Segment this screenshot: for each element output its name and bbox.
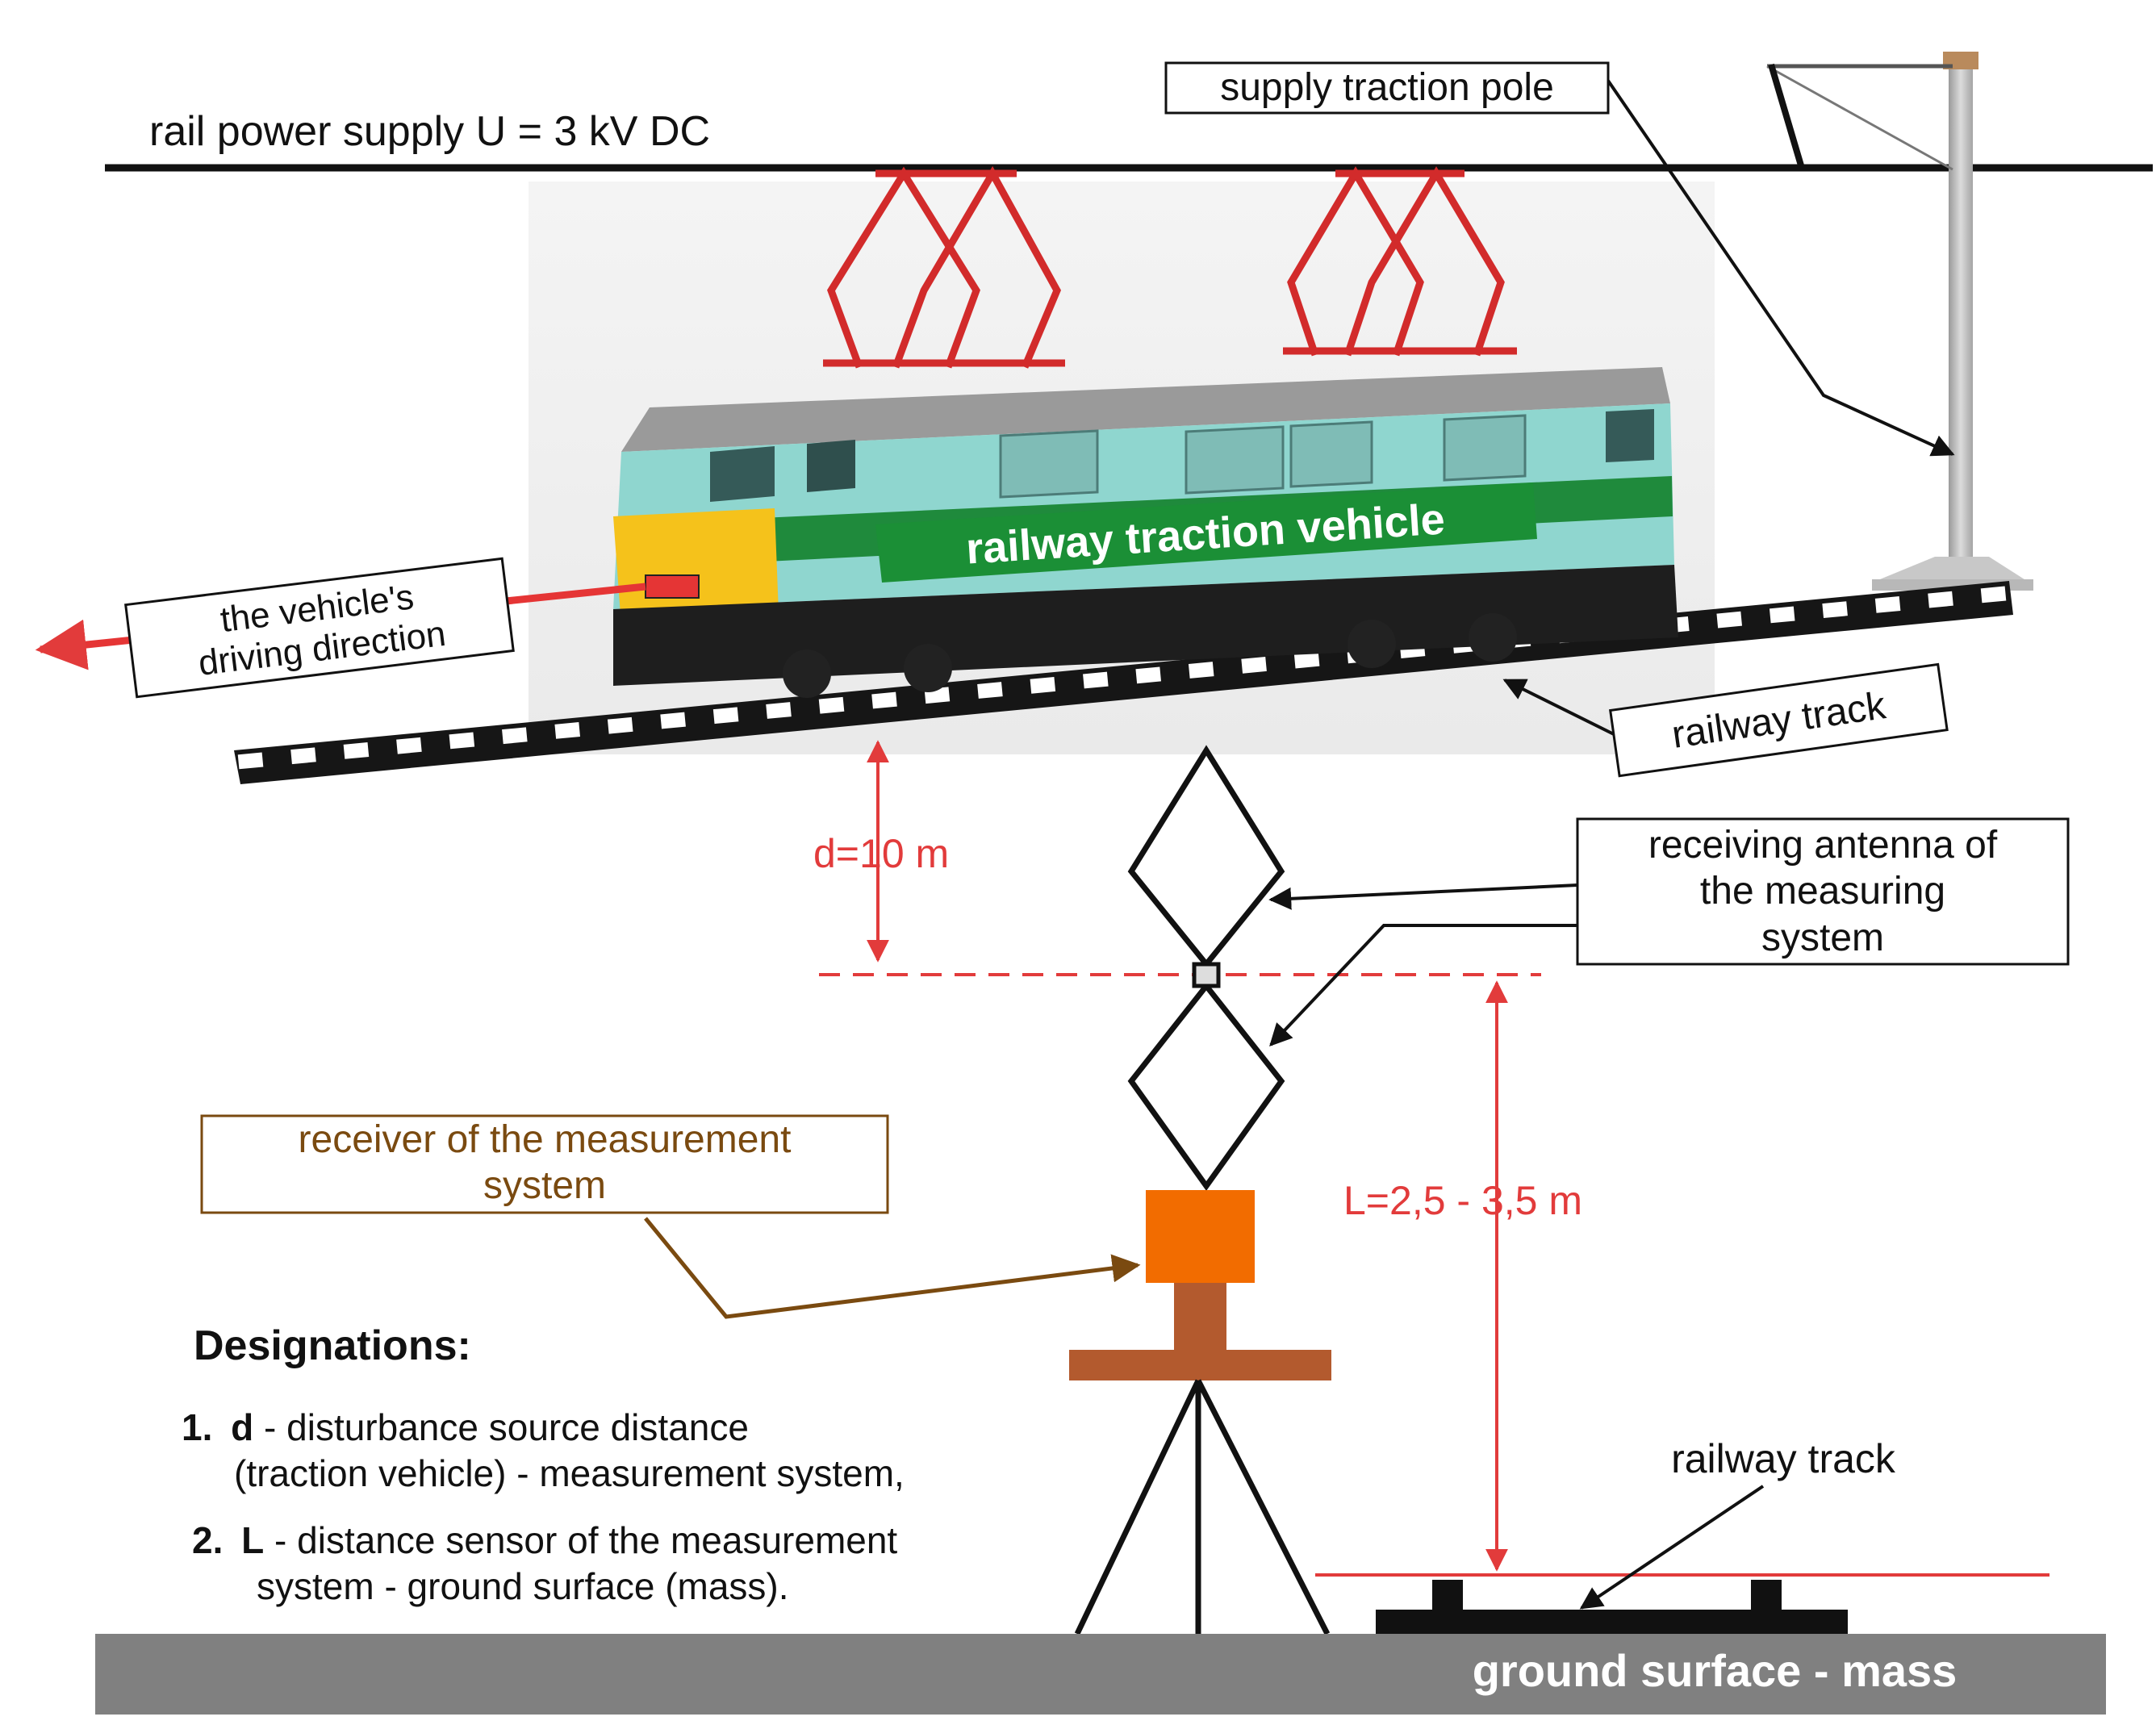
- ground-label: ground surface - mass: [1473, 1645, 1958, 1696]
- antenna-pointer-lower: [1269, 924, 1577, 1047]
- track-sleeper: [871, 691, 897, 709]
- track-sleeper: [449, 732, 475, 750]
- stand-head: [1069, 1350, 1331, 1380]
- pole-label-box: [1164, 61, 1610, 115]
- track-sleeper: [502, 727, 528, 745]
- designation-item-1: 1. d - disturbance source distance: [182, 1406, 749, 1448]
- track-sleeper: [1083, 671, 1109, 689]
- track-label-upper-box: railway track: [1609, 662, 1949, 778]
- track-sleeper: [607, 716, 633, 734]
- track-sleeper: [712, 707, 739, 725]
- pantograph-right: [1283, 166, 1517, 357]
- track-sleeper: [343, 742, 370, 759]
- track-sleeper: [1293, 651, 1320, 669]
- antenna-label-box: [1576, 817, 2070, 966]
- track-label-lower-pointer: [1579, 1485, 1765, 1610]
- power-supply-label: rail power supply U = 3 kV DC: [149, 108, 710, 155]
- track-sleeper: [1188, 662, 1214, 679]
- designation-item-2: 2. L - distance sensor of the measuremen…: [192, 1519, 897, 1561]
- track-sleeper: [396, 737, 422, 754]
- track-sleeper: [237, 752, 264, 770]
- track-sleeper: [1928, 591, 1953, 608]
- track-sleeper: [554, 722, 581, 739]
- pantograph-left: [823, 165, 1065, 369]
- distance-L-label: L=2,5 - 3,5 m: [1343, 1178, 1582, 1223]
- supply-traction-pole: [1766, 52, 2033, 591]
- ground-surface: [95, 1634, 2106, 1715]
- distance-d-label: d=10 m: [813, 831, 949, 876]
- receiver-label-box: [200, 1114, 889, 1214]
- receiver-label-line1: receiver of the measurement: [299, 1118, 792, 1161]
- tripod: [1074, 1379, 1331, 1635]
- track-sleeper: [1241, 656, 1267, 674]
- receiver-label-line2: system: [483, 1164, 606, 1207]
- track-sleeper: [1030, 676, 1056, 694]
- track-sleeper: [1874, 596, 1901, 613]
- antenna-label-line2: the measuring: [1700, 870, 1945, 913]
- track-sleeper: [766, 702, 792, 719]
- stand-neck: [1174, 1283, 1226, 1351]
- designations-title: Designations:: [194, 1322, 471, 1369]
- track-sleeper: [1769, 606, 1795, 624]
- pole-pointer-arrow: [1607, 79, 1955, 457]
- track-sleeper: [977, 682, 1003, 699]
- antenna-pointer-upper: [1268, 883, 1578, 910]
- antenna-label-line3: system: [1761, 917, 1884, 959]
- track-sleeper: [1822, 601, 1848, 618]
- direction-label-box: the vehicle's driving direction: [124, 557, 515, 699]
- receiver-box: [1146, 1190, 1255, 1283]
- designation-item-2-cont: system - ground surface (mass).: [257, 1565, 789, 1607]
- track-sleeper: [1135, 666, 1162, 684]
- track-label-lower: railway track: [1671, 1436, 1896, 1481]
- track-sleeper: [1980, 586, 2007, 604]
- receiver-pointer-arrow: [644, 1217, 1141, 1319]
- track-sleeper: [660, 712, 686, 729]
- receiving-antenna: [1127, 745, 1285, 1192]
- track-sleeper: [290, 747, 316, 765]
- track-sleeper: [818, 696, 845, 714]
- designation-item-1-cont: (traction vehicle) - measurement system,: [234, 1452, 905, 1494]
- vehicle-label-band: [875, 482, 1537, 583]
- track-sleeper: [1716, 611, 1743, 629]
- track-label-upper-pointer: [1502, 679, 1615, 736]
- pole-label: supply traction pole: [1220, 66, 1554, 109]
- antenna-label-line1: receiving antenna of: [1648, 824, 1998, 867]
